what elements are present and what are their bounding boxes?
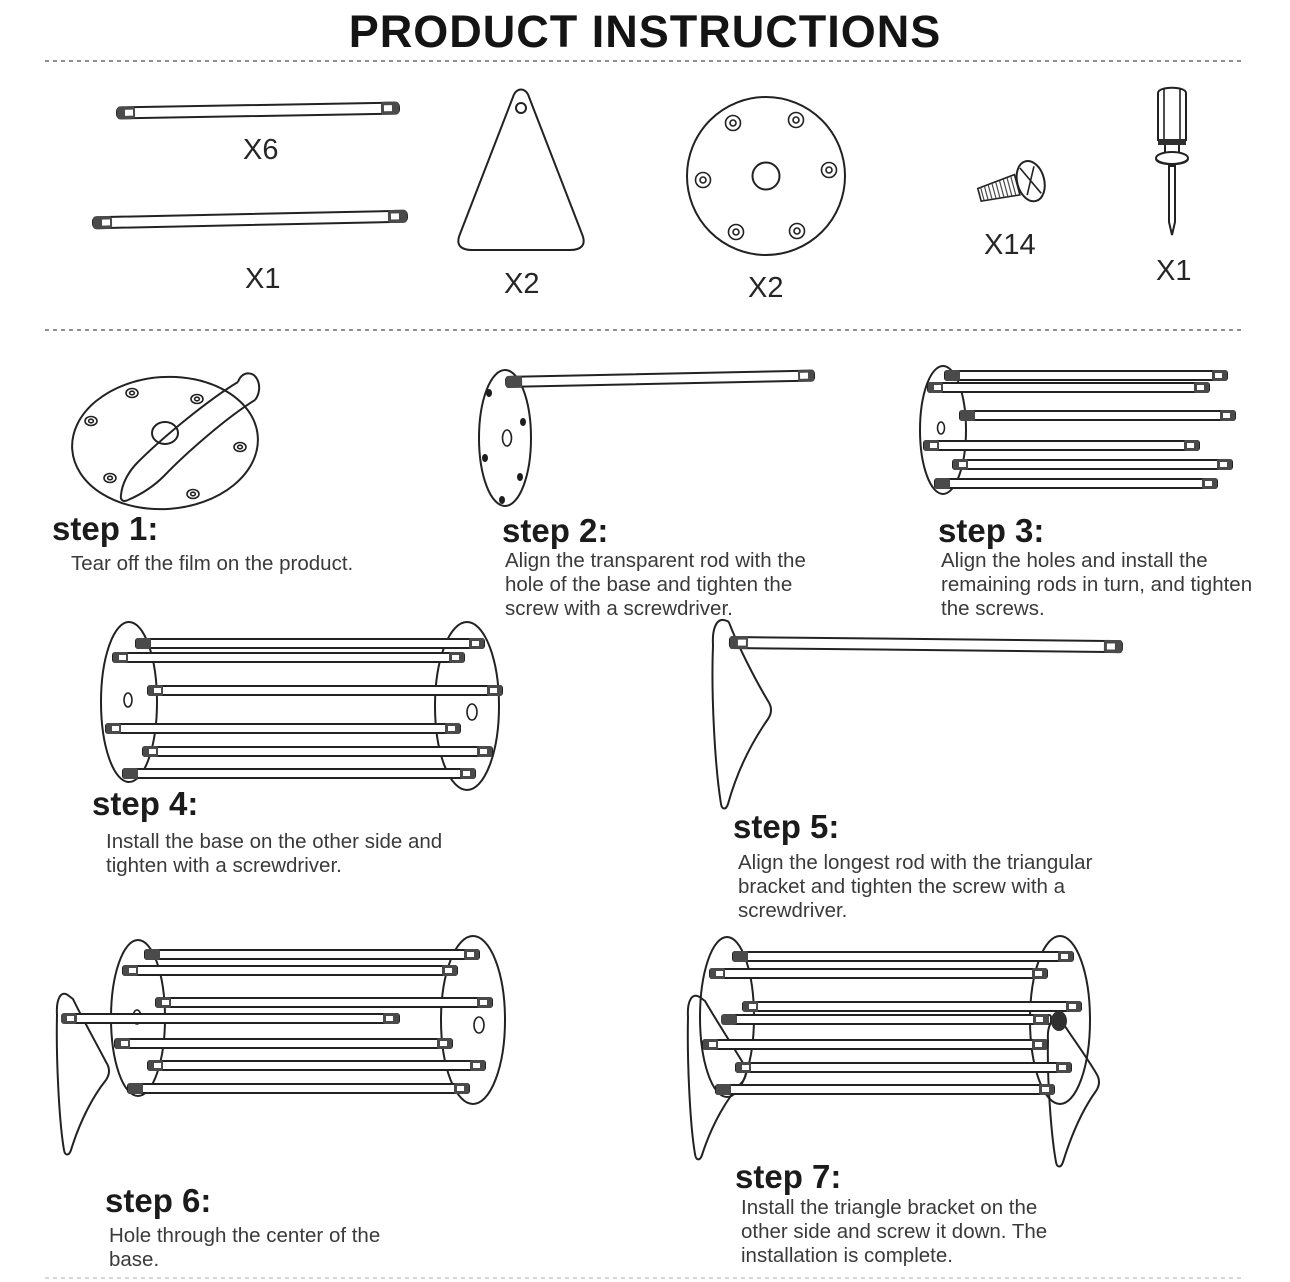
step2-heading: step 2:	[502, 512, 609, 549]
step6-caption: Hole through the center of the base.	[109, 1224, 381, 1271]
step2-caption: Align the transparent rod with the hole …	[505, 549, 806, 620]
page-title: PRODUCT INSTRUCTIONS	[348, 6, 942, 57]
divider-bottom	[45, 1277, 1245, 1279]
step4-caption: Install the base on the other side and t…	[106, 830, 443, 877]
step5-caption: Align the longest rod with the triangula…	[738, 851, 1093, 922]
round-base-part-icon	[686, 96, 846, 256]
step7-caption: Install the triangle bracket on the othe…	[741, 1196, 1048, 1267]
screw-part-icon	[976, 160, 1046, 203]
step1-heading: step 1:	[52, 510, 159, 547]
step3-caption: Align the holes and install the remainin…	[941, 549, 1253, 620]
step1-peel-film-diagram	[71, 372, 261, 511]
step5-bracket-rod-diagram	[711, 618, 1123, 810]
step2-first-rod-diagram	[478, 369, 816, 507]
step4-cylinder-diagram	[100, 621, 503, 791]
triangle-bracket-part-icon	[457, 88, 585, 251]
step3-heading: step 3:	[938, 512, 1045, 549]
long-rod-part-icon	[91, 209, 408, 230]
step7-complete-assembly-diagram	[686, 935, 1100, 1168]
step3-all-rods-diagram	[919, 365, 1236, 495]
short-rod-qty-label: X6	[243, 134, 279, 166]
screwdriver-part-icon	[1155, 86, 1189, 236]
divider-top	[45, 60, 1245, 62]
screw-qty-label: X14	[984, 229, 1036, 261]
step1-caption: Tear off the film on the product.	[71, 552, 354, 575]
step7-heading: step 7:	[735, 1158, 842, 1195]
round-base-qty-label: X2	[748, 272, 784, 304]
long-rod-qty-label: X1	[245, 263, 281, 295]
short-rod-part-icon	[115, 101, 400, 120]
step4-heading: step 4:	[92, 785, 199, 822]
step5-heading: step 5:	[733, 808, 840, 845]
divider-middle	[45, 329, 1245, 331]
step6-heading: step 6:	[105, 1182, 212, 1219]
triangle-qty-label: X2	[504, 268, 540, 300]
step6-center-rod-diagram	[55, 935, 506, 1156]
screwdriver-qty-label: X1	[1156, 255, 1192, 287]
